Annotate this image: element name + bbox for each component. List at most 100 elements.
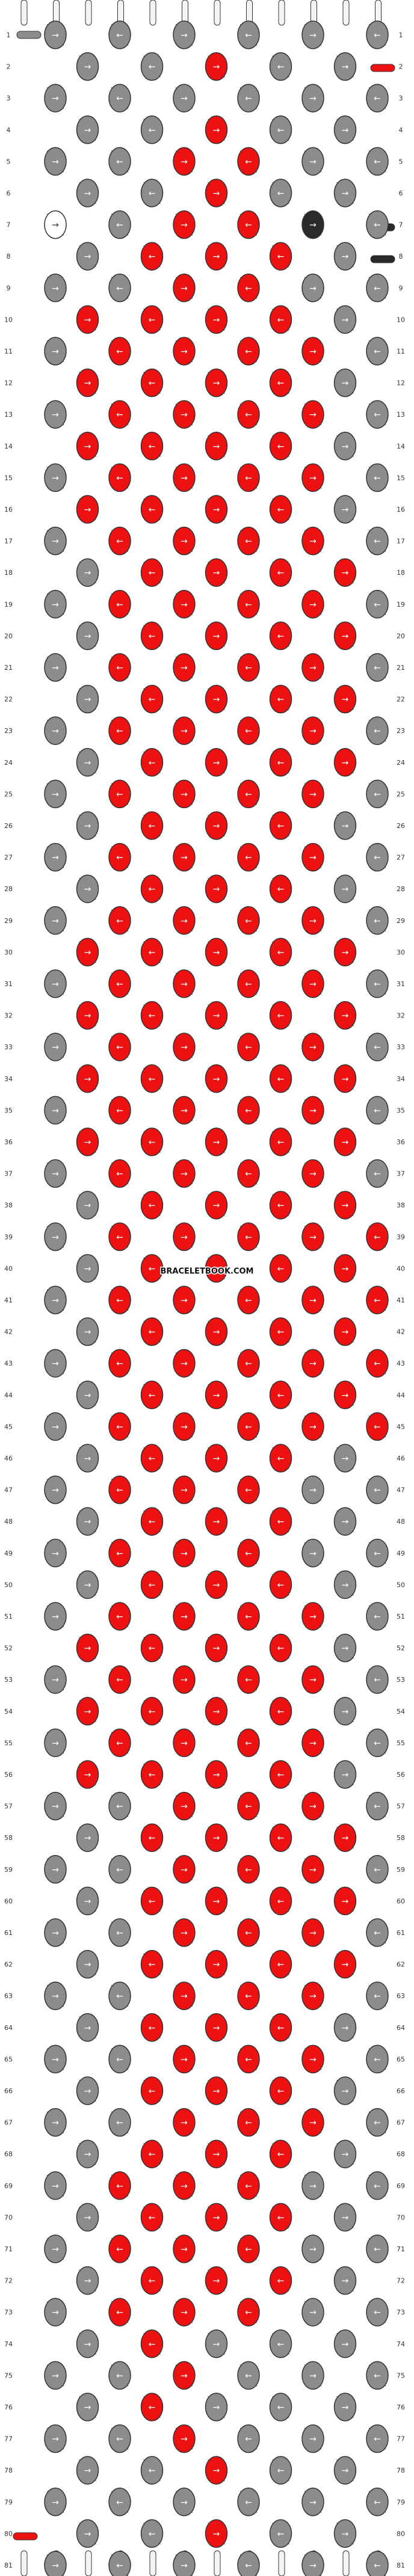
- knot: [269, 2139, 292, 2168]
- row-label: 79: [4, 2498, 13, 2506]
- knot: [76, 748, 99, 777]
- knot-arrow-icon: ←: [149, 821, 156, 831]
- knot-arrow-icon: ←: [245, 2435, 252, 2444]
- knot: [366, 1791, 389, 1821]
- knot-arrow-icon: →: [181, 2118, 188, 2128]
- knot-arrow-icon: →: [181, 2182, 188, 2191]
- knot: [108, 1918, 131, 1947]
- knot: [108, 2234, 131, 2263]
- knot-arrow-icon: ←: [116, 980, 123, 989]
- knot-arrow-icon: ←: [149, 379, 156, 388]
- knot-arrow-icon: ←: [277, 631, 285, 641]
- knot: [76, 1381, 99, 1409]
- knot: [237, 653, 260, 682]
- knot: [108, 906, 131, 935]
- knot-arrow-icon: ←: [116, 537, 123, 547]
- knot: [333, 1633, 357, 1663]
- knot-arrow-icon: →: [84, 2277, 91, 2286]
- knot-arrow-icon: ←: [374, 726, 381, 736]
- knot-arrow-icon: →: [342, 1770, 349, 1780]
- row-label: 15: [4, 474, 13, 482]
- knot: [44, 274, 67, 302]
- knot-arrow-icon: →: [213, 442, 220, 452]
- knot-arrow-icon: →: [309, 94, 317, 103]
- knot-arrow-icon: ←: [245, 1422, 252, 1432]
- knot: [76, 1633, 99, 1663]
- knot: [269, 2076, 292, 2105]
- knot: [108, 653, 131, 682]
- row-label: 5: [399, 158, 403, 165]
- knot: [173, 1728, 196, 1758]
- knot-arrow-icon: →: [342, 252, 349, 262]
- knot: [108, 2298, 131, 2326]
- knot: [301, 1665, 324, 1694]
- knot-arrow-icon: ←: [374, 2055, 381, 2064]
- knot: [301, 2424, 324, 2453]
- knot-arrow-icon: ←: [277, 948, 285, 957]
- knot: [301, 2488, 324, 2516]
- knot-arrow-icon: ←: [116, 790, 123, 799]
- knot: [76, 1444, 99, 1473]
- knot: [301, 1602, 324, 1631]
- knot-arrow-icon: ←: [374, 1486, 381, 1495]
- knot-arrow-icon: ←: [277, 695, 285, 705]
- knot-arrow-icon: ←: [149, 1391, 156, 1400]
- knot: [205, 179, 228, 207]
- knot-arrow-icon: ←: [277, 1897, 285, 1906]
- knot: [269, 2266, 292, 2295]
- knot-arrow-icon: →: [309, 980, 317, 989]
- knot-arrow-icon: ←: [116, 1738, 123, 1748]
- knot: [301, 147, 324, 176]
- knot: [333, 305, 357, 334]
- knot-arrow-icon: ←: [245, 284, 252, 293]
- knot: [140, 1444, 164, 1473]
- thread-top: [149, 0, 156, 26]
- knot-arrow-icon: →: [52, 1296, 59, 1305]
- knot: [333, 2203, 357, 2232]
- knot: [205, 1823, 228, 1852]
- row-label: 8: [399, 253, 403, 260]
- knot-arrow-icon: ←: [374, 537, 381, 547]
- knot: [366, 526, 389, 556]
- knot-arrow-icon: →: [52, 1043, 59, 1052]
- knot: [173, 1855, 196, 1884]
- knot: [301, 1096, 324, 1125]
- thread-bottom: [342, 2550, 350, 2576]
- row-label: 18: [4, 569, 13, 577]
- row-label: 76: [4, 2403, 13, 2411]
- knot-arrow-icon: ←: [277, 379, 285, 388]
- knot-arrow-icon: →: [309, 2435, 317, 2444]
- knot-arrow-icon: →: [342, 2529, 349, 2539]
- knot: [173, 716, 196, 745]
- knot: [44, 400, 67, 429]
- knot-arrow-icon: ←: [116, 473, 123, 483]
- knot-arrow-icon: ←: [116, 1422, 123, 1432]
- knot-arrow-icon: ←: [149, 2277, 156, 2286]
- knot-arrow-icon: ←: [374, 1612, 381, 1622]
- row-label: 27: [397, 854, 405, 862]
- knot-arrow-icon: ←: [116, 2118, 123, 2128]
- knot-arrow-icon: ←: [374, 790, 381, 799]
- knot-arrow-icon: →: [213, 505, 220, 515]
- knot: [140, 937, 164, 967]
- knot-arrow-icon: →: [181, 1296, 188, 1305]
- knot-arrow-icon: →: [342, 379, 349, 388]
- knot: [269, 1127, 292, 1156]
- row-label: 36: [397, 1138, 405, 1146]
- knot: [173, 526, 196, 556]
- knot-arrow-icon: →: [52, 2561, 59, 2571]
- knot: [269, 1823, 292, 1852]
- knot: [205, 1697, 228, 1726]
- knot: [366, 1981, 389, 2010]
- knot-arrow-icon: →: [181, 2435, 188, 2444]
- row-label: 7: [399, 221, 403, 229]
- knot-arrow-icon: ←: [277, 1960, 285, 1970]
- row-label: 72: [397, 2277, 405, 2285]
- knot: [237, 590, 260, 619]
- knot: [140, 368, 164, 397]
- knot-arrow-icon: →: [84, 1580, 91, 1590]
- knot: [269, 2329, 292, 2358]
- row-label: 37: [397, 1170, 405, 1178]
- knot: [333, 1697, 357, 1726]
- knot: [237, 2551, 260, 2576]
